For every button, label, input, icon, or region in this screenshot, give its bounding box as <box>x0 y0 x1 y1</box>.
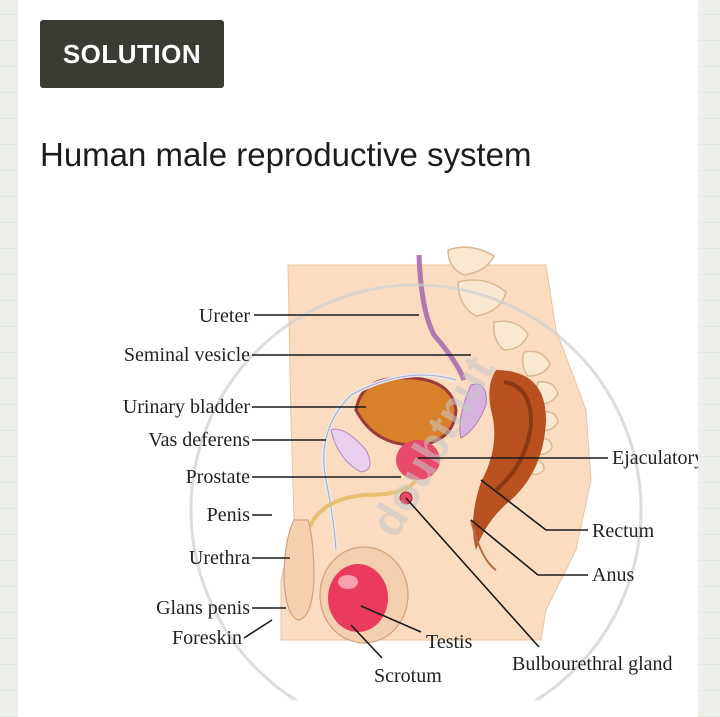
anatomy-diagram: doubtnut Ur <box>76 220 698 700</box>
label-urethra: Urethra <box>189 547 250 569</box>
label-anus: Anus <box>592 564 634 586</box>
page-title: Human male reproductive system <box>40 136 532 173</box>
solution-badge[interactable]: SOLUTION <box>40 20 224 88</box>
label-ureter: Ureter <box>199 305 250 327</box>
penis <box>283 519 315 621</box>
solution-card: SOLUTION Human male reproductive system <box>18 0 698 717</box>
label-scrotum: Scrotum <box>374 665 442 687</box>
label-urinary-bladder: Urinary bladder <box>123 396 251 418</box>
label-penis: Penis <box>207 504 251 526</box>
watermark-circle <box>189 283 643 700</box>
label-bulbourethral-gland: Bulbourethral gland <box>512 653 673 675</box>
seminal-vesicle <box>459 383 487 439</box>
testis <box>328 564 388 632</box>
label-testis: Testis <box>426 631 473 653</box>
label-foreskin: Foreskin <box>172 627 242 649</box>
sacrum-bones <box>447 246 559 476</box>
label-ejaculatory-duct: Ejaculatory duct <box>612 447 698 469</box>
label-seminal-vesicle: Seminal vesicle <box>124 344 250 366</box>
label-rectum: Rectum <box>592 520 655 542</box>
label-vas-deferens: Vas deferens <box>148 429 250 451</box>
leader-lines <box>243 314 608 659</box>
label-prostate: Prostate <box>186 466 251 488</box>
rectum <box>472 370 546 550</box>
prostate <box>396 440 440 480</box>
ureter <box>416 254 467 381</box>
label-glans-penis: Glans penis <box>156 597 250 619</box>
